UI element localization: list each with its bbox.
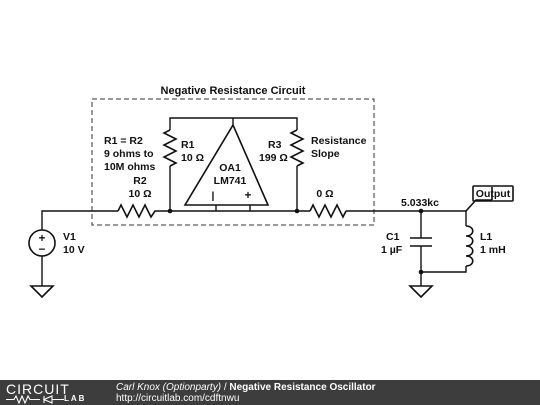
circuit-title[interactable]: Negative Resistance Oscillator	[229, 382, 376, 393]
logo-resistor-icon	[6, 395, 64, 404]
slope-label-1: Resistance	[311, 135, 367, 147]
footer-bar: CIRCUIT LAB Carl Knox (Optionparty) / Ne…	[0, 380, 540, 405]
author-name[interactable]: Carl Knox (Optionparty)	[116, 382, 222, 393]
v1-minus: −	[39, 244, 46, 256]
resistor-r2	[117, 203, 158, 219]
resistor-r1	[162, 129, 178, 167]
resistor-r3	[289, 129, 305, 167]
inductor-l1	[465, 225, 474, 267]
resistor-r4	[309, 203, 347, 219]
slope-label-2: Slope	[311, 148, 340, 160]
note-line-2: 9 ohms to	[104, 148, 154, 160]
opamp-oa1	[183, 123, 270, 206]
ground-c1	[408, 285, 434, 299]
box-title: Negative Resistance Circuit	[161, 85, 306, 97]
circuit-url[interactable]: http://circuitlab.com/cdftnwu	[116, 393, 240, 404]
v1-name: V1	[63, 231, 76, 243]
c1-value: 1 µF	[381, 244, 403, 256]
v1-value: 10 V	[63, 244, 85, 256]
l1-name: L1	[480, 231, 492, 243]
r1-name: R1	[181, 139, 195, 151]
opamp-inputs	[215, 205, 251, 211]
opamp-noninv: +	[245, 190, 252, 202]
note-line-1: R1 = R2	[104, 135, 143, 147]
logo-top-text: CIRCUIT	[6, 381, 70, 397]
junction-r3	[294, 208, 300, 214]
ground-v1	[29, 285, 55, 299]
frequency-label: 5.033kc	[401, 197, 439, 209]
r4-value: 0 Ω	[316, 188, 333, 200]
opamp-name: OA1	[219, 162, 241, 174]
note-line-3: 10M ohms	[104, 161, 156, 173]
r1-value: 10 Ω	[181, 152, 204, 164]
r2-name: R2	[133, 175, 147, 187]
output-label-box	[472, 185, 514, 202]
r2-value: 10 Ω	[128, 188, 151, 200]
junction-r1	[167, 208, 173, 214]
footer-credit: Carl Knox (Optionparty) / Negative Resis…	[116, 382, 376, 393]
l1-wires	[421, 211, 467, 273]
opamp-model: LM741	[214, 175, 247, 187]
circuit-schematic: Negative Resistance Circuit R2 10 Ω R1 1…	[28, 85, 514, 299]
output-label: Output	[476, 188, 511, 200]
logo-bottom-text: LAB	[64, 394, 87, 403]
capacitor-c1	[410, 237, 432, 247]
c1-name: C1	[386, 231, 400, 243]
r3-name: R3	[268, 139, 282, 151]
l1-value: 1 mH	[480, 244, 506, 256]
credit-separator: /	[221, 382, 230, 393]
main-wire	[41, 210, 466, 230]
opamp-inv: |	[212, 190, 215, 202]
r3-value: 199 Ω	[259, 152, 288, 164]
negative-resistance-box	[91, 98, 375, 226]
circuitlab-logo[interactable]: CIRCUIT LAB	[4, 381, 104, 404]
v1-plus: +	[39, 233, 46, 245]
output-probe	[465, 187, 493, 212]
